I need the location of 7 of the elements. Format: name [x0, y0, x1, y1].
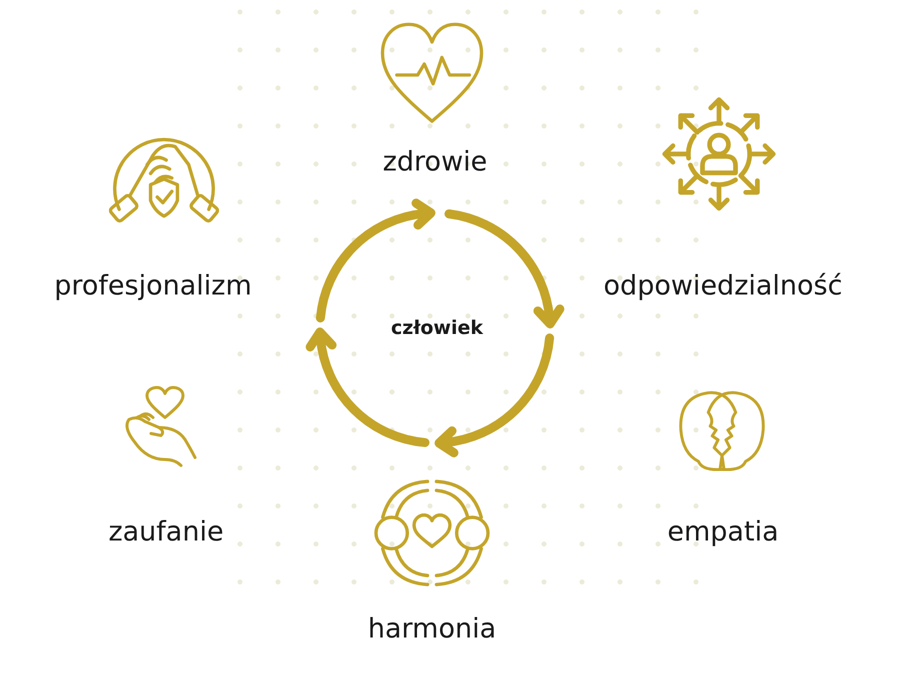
value-label: profesjonalizm: [54, 270, 252, 302]
value-label: zdrowie: [382, 146, 488, 178]
value-label: zaufanie: [108, 516, 224, 548]
value-label: empatia: [667, 516, 779, 548]
value-label: harmonia: [368, 614, 496, 644]
center-label: człowiek: [391, 317, 483, 339]
value-label: odpowiedzialność: [604, 270, 842, 302]
